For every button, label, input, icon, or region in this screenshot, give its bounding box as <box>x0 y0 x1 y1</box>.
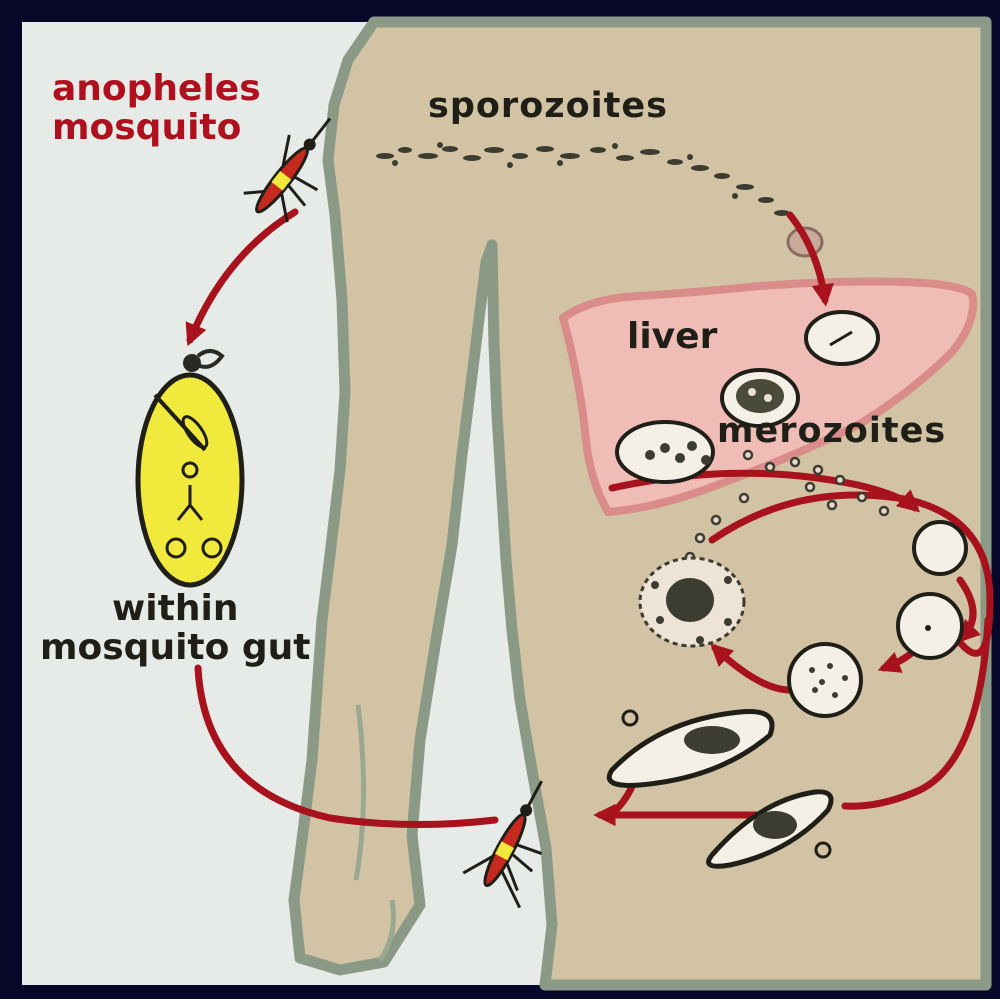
merozoites-label: merozoites <box>717 413 946 451</box>
anopheles-mosquito-label: anopheles mosquito <box>52 70 261 148</box>
sporozoites-label: sporozoites <box>428 88 668 126</box>
schizont-cell-icon <box>640 558 744 646</box>
red-blood-cell-icon <box>914 522 966 574</box>
red-blood-cell-icon <box>789 644 861 716</box>
liver-label: liver <box>627 318 717 357</box>
liver-cell-icon <box>617 422 713 482</box>
liver-cell-icon <box>806 312 878 364</box>
within-mosquito-gut-label: within mosquito gut <box>40 590 311 668</box>
red-blood-cell-icon <box>898 594 962 658</box>
mosquito-gut-icon <box>138 375 242 585</box>
